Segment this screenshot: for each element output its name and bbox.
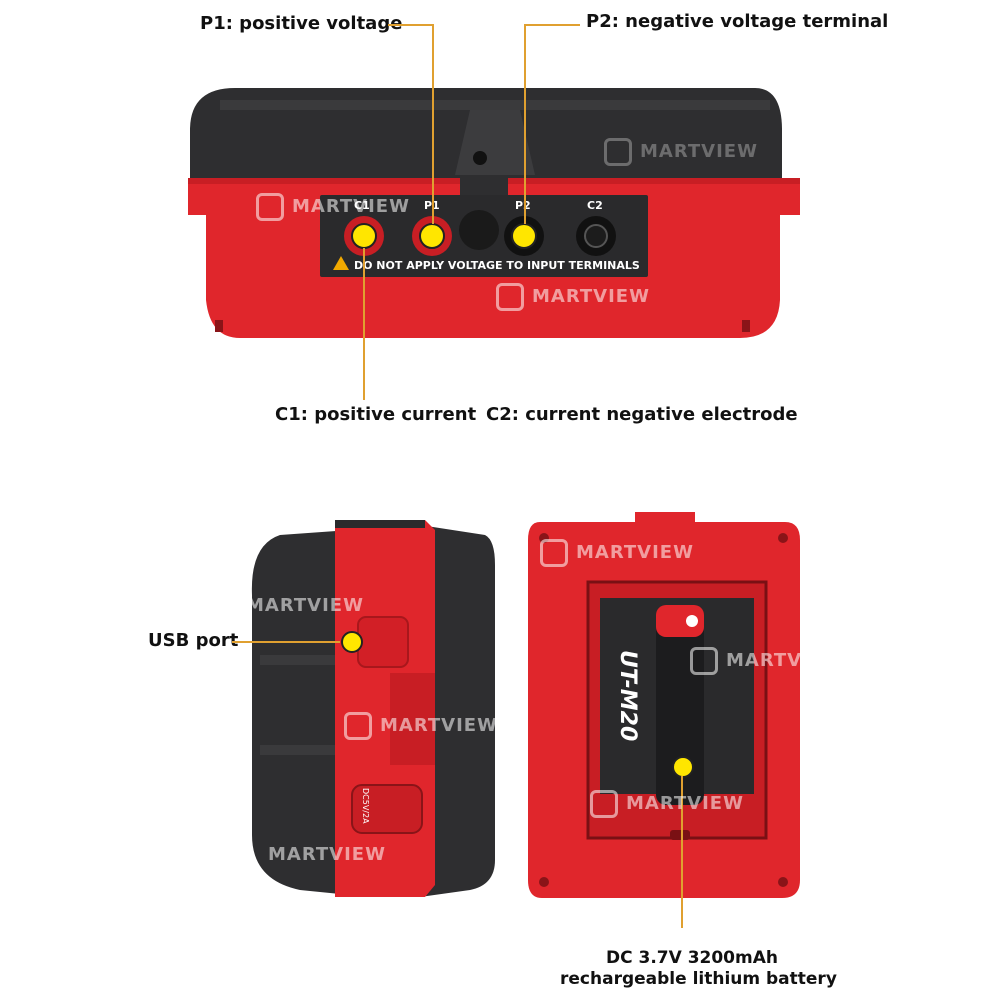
- c1-label: C1: positive current: [275, 404, 477, 425]
- battery-compartment-illustration: [528, 512, 800, 898]
- watermark-side-3: MARTVIEW: [268, 844, 386, 865]
- p1-label: P1: positive voltage: [200, 13, 403, 34]
- front-view-illustration: [188, 88, 800, 338]
- watermark-battery-3: MARTVIEW: [590, 790, 744, 818]
- battery-model-text: UT-M20: [615, 650, 640, 742]
- usb-callout-line: [232, 641, 340, 643]
- p2-callout-line-v: [524, 24, 526, 224]
- c2-label: C2: current negative electrode: [486, 404, 798, 425]
- battery-label-line1: DC 3.7V 3200mAh: [606, 948, 778, 968]
- watermark-side-2: MARTVIEW: [344, 712, 498, 740]
- usb-port-label: USB port: [148, 630, 239, 651]
- c1-callout-line-v: [363, 248, 365, 400]
- p1-callout-line-v: [432, 24, 434, 224]
- terminal-label-c2: C2: [587, 199, 603, 212]
- watermark-top-3: MARTVIEW: [496, 283, 650, 311]
- p2-label: P2: negative voltage terminal: [586, 11, 889, 32]
- watermark-top-1: MARTVIEW: [604, 138, 758, 166]
- watermark-top-2: MARTVIEW: [256, 193, 410, 221]
- side-view-illustration: [251, 520, 495, 897]
- watermark-side-1: MARTVIEW: [246, 595, 364, 616]
- terminal-label-p1: P1: [424, 199, 440, 212]
- dc-port-label: DC5V/2A: [361, 788, 370, 824]
- terminal-label-p2: P2: [515, 199, 531, 212]
- watermark-battery-1: MARTVIEW: [540, 539, 694, 567]
- watermark-battery-2: MARTVIEW: [690, 647, 844, 675]
- battery-highlight-dot: [672, 756, 694, 778]
- p2-callout-line-h: [524, 24, 580, 26]
- battery-callout-line: [681, 776, 683, 928]
- usb-port-highlight-dot: [341, 631, 363, 653]
- p1-callout-line-h: [388, 24, 434, 26]
- terminal-label-c1: C1: [354, 199, 370, 212]
- warning-text: DO NOT APPLY VOLTAGE TO INPUT TERMINALS: [354, 259, 640, 272]
- battery-label-line2: rechargeable lithium battery: [560, 969, 837, 989]
